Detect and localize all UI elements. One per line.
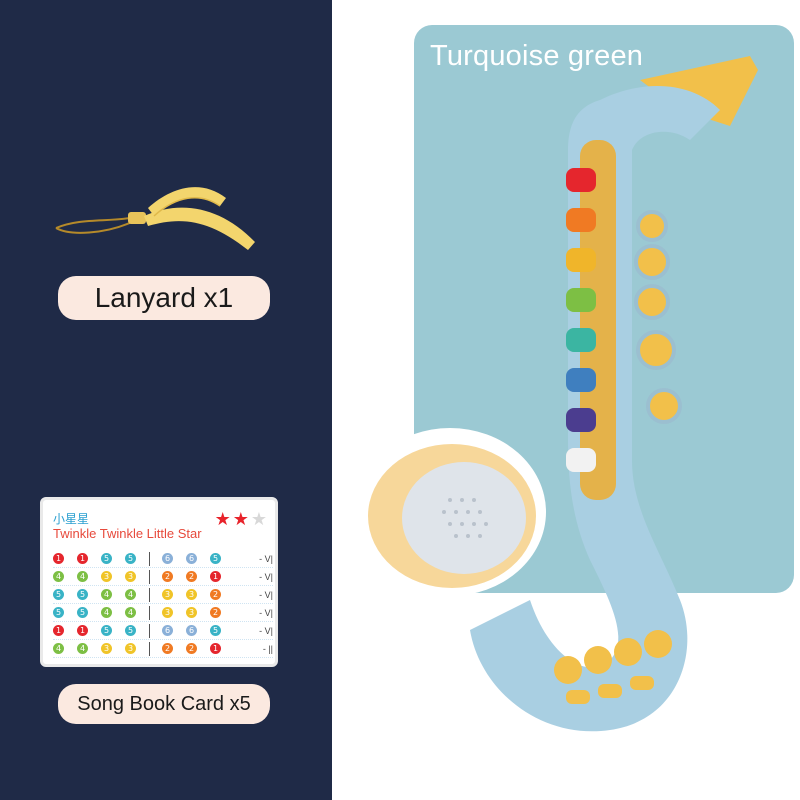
row-end-mark: - || xyxy=(262,643,273,654)
note-dot: 3 xyxy=(125,643,136,654)
note-dot: 5 xyxy=(125,553,136,564)
left-panel xyxy=(0,0,332,800)
row-end-mark: - V| xyxy=(259,607,273,618)
song-title-english: Twinkle Twinkle Little Star xyxy=(53,526,202,541)
note-dot: 4 xyxy=(77,571,88,582)
note-row: 1 1 5 5 6 6 5 - V| xyxy=(53,550,273,568)
star-icon: ★ xyxy=(232,509,249,529)
note-dot: 4 xyxy=(125,589,136,600)
saxophone-icon xyxy=(354,56,758,732)
note-dot: 1 xyxy=(210,643,221,654)
note-dot: 4 xyxy=(53,643,64,654)
note-dot: 5 xyxy=(101,553,112,564)
note-dot: 5 xyxy=(77,607,88,618)
row-end-mark: - V| xyxy=(259,625,273,636)
note-row: 4 4 3 3 2 2 1 - || xyxy=(53,640,273,658)
bar-separator xyxy=(149,551,150,566)
note-dot: 4 xyxy=(53,571,64,582)
note-dot: 5 xyxy=(53,589,64,600)
note-dot: 3 xyxy=(125,571,136,582)
note-dot: 4 xyxy=(125,607,136,618)
song-card-label: Song Book Card x5 xyxy=(58,684,270,724)
note-dot: 1 xyxy=(77,553,88,564)
note-dot: 3 xyxy=(162,589,173,600)
note-dot: 2 xyxy=(210,607,221,618)
color-variant-label: Turquoise green xyxy=(430,40,644,72)
note-dot: 1 xyxy=(77,625,88,636)
lanyard-icon xyxy=(55,187,255,250)
bar-separator xyxy=(149,587,150,602)
note-dot: 1 xyxy=(53,553,64,564)
note-dot: 6 xyxy=(162,553,173,564)
row-end-mark: - V| xyxy=(259,571,273,582)
note-dot: 5 xyxy=(210,625,221,636)
note-row: 1 1 5 5 6 6 5 - V| xyxy=(53,622,273,640)
note-dot: 4 xyxy=(77,643,88,654)
note-dot: 5 xyxy=(101,625,112,636)
note-dot: 3 xyxy=(162,607,173,618)
note-dot: 6 xyxy=(162,625,173,636)
note-dot: 4 xyxy=(101,589,112,600)
note-dot: 3 xyxy=(101,643,112,654)
note-dot: 6 xyxy=(186,625,197,636)
note-dot: 2 xyxy=(210,589,221,600)
bar-separator xyxy=(149,605,150,620)
bar-separator xyxy=(149,569,150,584)
note-dot: 3 xyxy=(186,589,197,600)
note-row: 5 5 4 4 3 3 2 - V| xyxy=(53,586,273,604)
note-dot: 5 xyxy=(210,553,221,564)
note-row: 5 5 4 4 3 3 2 - V| xyxy=(53,604,273,622)
note-dot: 2 xyxy=(186,643,197,654)
note-dot: 2 xyxy=(186,571,197,582)
note-dot: 3 xyxy=(186,607,197,618)
note-dot: 4 xyxy=(101,607,112,618)
note-dot: 2 xyxy=(162,571,173,582)
note-dot: 2 xyxy=(162,643,173,654)
row-end-mark: - V| xyxy=(259,553,273,564)
row-end-mark: - V| xyxy=(259,589,273,600)
note-dot: 5 xyxy=(53,607,64,618)
note-dot: 5 xyxy=(125,625,136,636)
note-dot: 6 xyxy=(186,553,197,564)
song-title-chinese: 小星星 xyxy=(53,512,90,526)
lanyard-label: Lanyard x1 xyxy=(58,276,270,320)
note-dot: 1 xyxy=(53,625,64,636)
colored-keys xyxy=(566,168,596,472)
bar-separator xyxy=(149,623,150,638)
song-note-rows: 1 1 5 5 6 6 5 - V| 4 4 3 3 2 2 1 - V| 5 5 4 4 3 3 2 - V| 5 5 4 4 3 3 2… xyxy=(53,550,273,658)
note-dot: 1 xyxy=(210,571,221,582)
note-row: 4 4 3 3 2 2 1 - V| xyxy=(53,568,273,586)
note-dot: 3 xyxy=(101,571,112,582)
star-icon: ★ xyxy=(250,509,267,529)
star-icon: ★ xyxy=(214,509,231,529)
note-dot: 5 xyxy=(77,589,88,600)
bar-separator xyxy=(149,641,150,656)
difficulty-stars: ★★★ xyxy=(215,510,267,528)
